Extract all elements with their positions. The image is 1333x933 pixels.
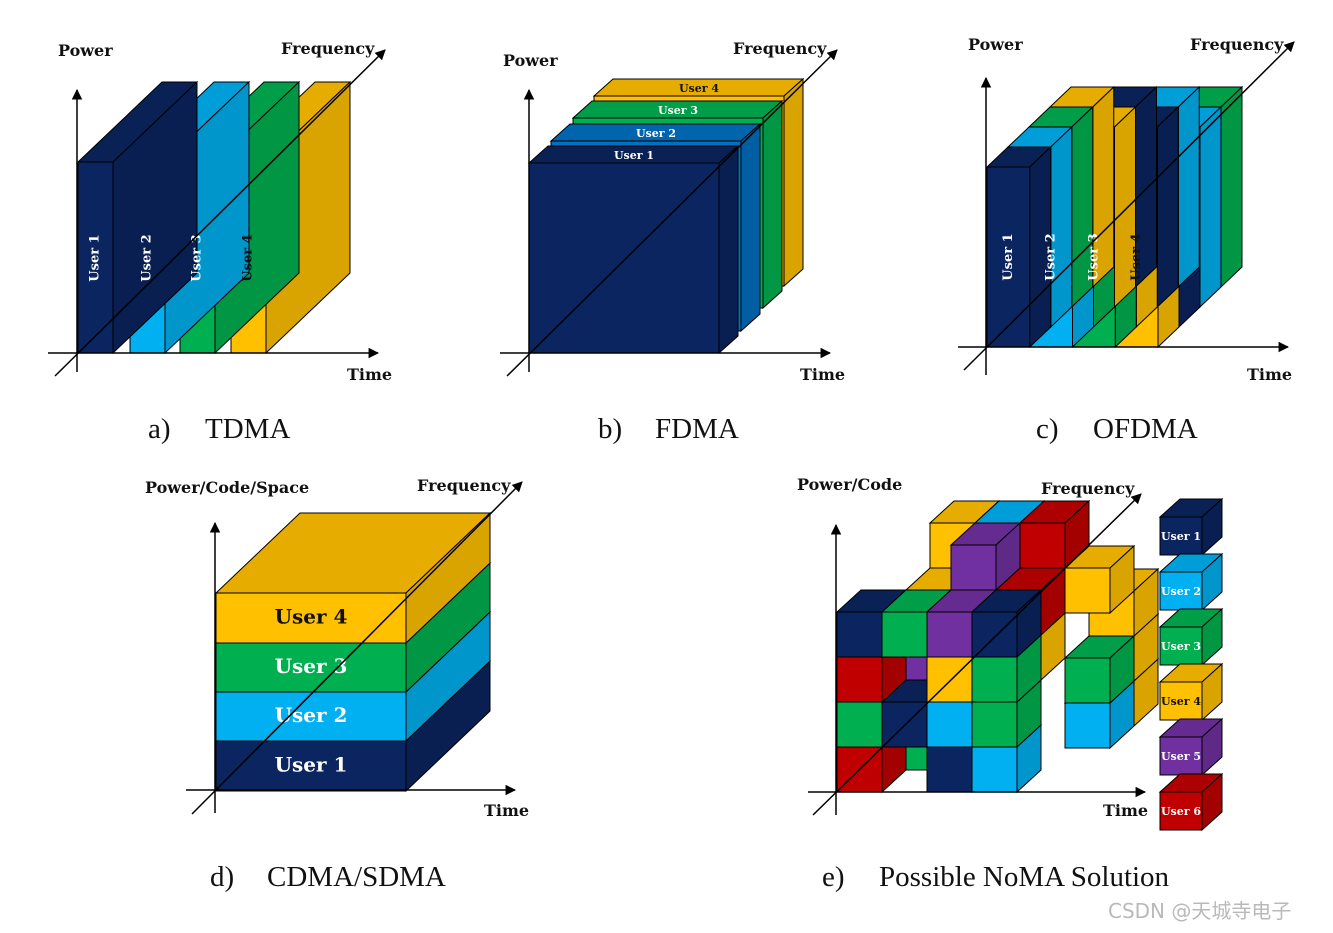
power-axis-label: Power [503, 51, 558, 70]
power-axis-label: Power [968, 35, 1023, 54]
caption-letter: c) [1036, 413, 1059, 445]
time-axis-label: Time [800, 365, 845, 384]
ofdma-cell [985, 145, 1052, 349]
caption-letter: d) [210, 861, 234, 893]
fdma-user-label: User 3 [658, 104, 698, 117]
noma-cube [949, 521, 1022, 592]
tdma-slab-user-1 [76, 80, 199, 355]
caption-title: Possible NoMA Solution [879, 861, 1170, 893]
noma-cube [970, 588, 1043, 659]
fdma-slab-user-1 [527, 144, 740, 355]
frequency-axis [54, 49, 386, 377]
caption-letter: b) [598, 413, 622, 445]
cdma-user-label: User 1 [275, 753, 348, 777]
noma-cube [1063, 544, 1136, 615]
noma-cube-stack [835, 499, 1160, 794]
caption-letter: a) [148, 413, 171, 445]
caption-title: OFDMA [1093, 413, 1198, 445]
cdma-user-label: User 3 [275, 654, 348, 678]
legend-cube-user-3 [1158, 607, 1224, 667]
frequency-axis-label: Frequency [1190, 35, 1284, 54]
watermark: CSDN @天城寺电子 [1108, 899, 1291, 923]
frequency-axis-label: Frequency [281, 39, 375, 58]
time-axis-label: Time [1247, 365, 1292, 384]
tdma-user-label: User 1 [88, 234, 103, 281]
frequency-axis [812, 493, 1142, 816]
legend-cube-user-5 [1158, 717, 1224, 777]
ofdma-user-label: User 1 [1001, 233, 1016, 280]
caption-title: CDMA/SDMA [267, 861, 446, 893]
frequency-axis-label: Frequency [1041, 479, 1135, 498]
legend-cube-user-6 [1158, 772, 1224, 832]
tdma-user-slabs: User 1 User 2 User 3 User 4 [76, 80, 352, 355]
time-axis-label: Time [347, 365, 392, 384]
ofdma-user-label: User 4 [1129, 233, 1144, 280]
legend-cube-user-4 [1158, 662, 1224, 722]
fdma-user-label: User 2 [636, 127, 676, 140]
caption-letter: e) [822, 861, 845, 893]
legend-user-label: User 2 [1161, 585, 1201, 598]
power-axis-label: Power [58, 41, 113, 60]
tdma-user-label: User 4 [241, 234, 256, 281]
noma-user-legend: User 1 User 2 User 3 User 4 User 5 User 6 [1158, 497, 1224, 832]
power-axis-label: Power/Code/Space [145, 478, 309, 497]
legend-user-label: User 1 [1161, 530, 1201, 543]
panel-fdma: User 1 User 2 User 3 User 4 Power Frequency… [500, 39, 845, 445]
frequency-axis [963, 41, 1295, 371]
legend-user-label: User 3 [1161, 640, 1201, 653]
cdma-layer-user-4 [214, 511, 492, 645]
power-axis-label: Power/Code [797, 475, 902, 494]
panel-cdma-sdma: User 1 User 2 User 3 User 4 Power/Code/Spac… [145, 476, 529, 893]
frequency-axis-label: Frequency [733, 39, 827, 58]
tdma-user-label: User 3 [190, 234, 205, 281]
caption-title: TDMA [205, 413, 290, 445]
legend-user-label: User 5 [1161, 750, 1201, 763]
panel-tdma: User 1 User 2 User 3 User 4 Power Frequency… [48, 39, 392, 445]
cdma-user-label: User 4 [275, 605, 348, 629]
noma-cube [1063, 634, 1136, 705]
frequency-axis-label: Frequency [417, 476, 511, 495]
frequency-axis [506, 49, 838, 377]
fdma-user-slabs: User 1 User 2 User 3 User 4 [527, 77, 805, 355]
fdma-user-label: User 1 [614, 149, 654, 162]
cdma-user-label: User 2 [275, 703, 348, 727]
frequency-axis [191, 481, 523, 815]
legend-cube-user-2 [1158, 552, 1224, 612]
legend-user-label: User 4 [1161, 695, 1201, 708]
time-axis-label: Time [1103, 801, 1148, 820]
legend-user-label: User 6 [1161, 805, 1201, 818]
time-axis-label: Time [484, 801, 529, 820]
caption-title: FDMA [655, 413, 739, 445]
tdma-user-label: User 2 [140, 234, 155, 281]
ofdma-user-label: User 2 [1044, 233, 1059, 280]
legend-cube-user-1 [1158, 497, 1224, 557]
fdma-user-label: User 4 [679, 82, 719, 95]
